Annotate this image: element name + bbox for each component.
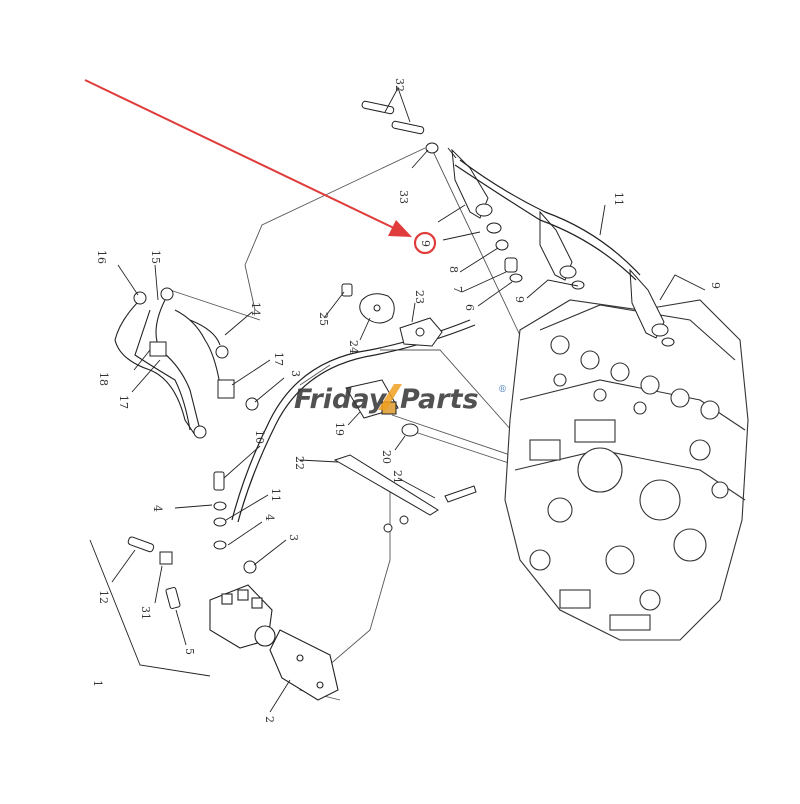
callout-9-circled: 9 <box>419 240 432 247</box>
injection-pump <box>209 584 339 701</box>
callout-33: 33 <box>397 190 410 204</box>
callout-22: 22 <box>293 456 306 470</box>
callout-14: 14 <box>249 302 262 316</box>
line-fittings <box>133 287 259 439</box>
callout-labels: 32 33 11 9 8 7 6 9 9 16 15 14 18 17 17 3… <box>91 78 722 723</box>
callout-17-right: 17 <box>272 352 285 366</box>
watermark-brand: Friday <box>294 384 388 415</box>
callout-11-lower: 11 <box>269 488 282 502</box>
callout-9-mid: 9 <box>513 296 526 303</box>
callout-32: 32 <box>393 78 406 92</box>
watermark-logo: Friday Parts ® <box>294 384 507 415</box>
callout-7: 7 <box>451 286 464 293</box>
pins-32 <box>361 100 425 135</box>
callout-4-left: 4 <box>151 505 164 512</box>
engine-block <box>504 299 749 641</box>
callout-16: 16 <box>95 250 108 264</box>
callout-8: 8 <box>447 266 460 273</box>
callout-10: 10 <box>253 430 266 444</box>
watermark-suffix: Parts <box>400 384 479 415</box>
callout-31: 31 <box>139 606 152 620</box>
callout-12: 12 <box>97 590 110 604</box>
callout-4-right: 4 <box>263 514 276 521</box>
watermark-reg: ® <box>498 385 507 395</box>
callout-20: 20 <box>380 450 393 464</box>
leak-off-line <box>454 159 641 281</box>
callout-23: 23 <box>413 290 426 304</box>
callout-19: 19 <box>333 422 346 436</box>
callout-6: 6 <box>463 304 476 311</box>
injection-lines <box>114 299 221 436</box>
cover-plates <box>341 283 443 347</box>
callout-9-right: 9 <box>709 282 722 289</box>
callout-18: 18 <box>97 372 110 386</box>
callout-3-bottom: 3 <box>287 534 300 541</box>
highlight-circle <box>413 231 437 255</box>
callout-25: 25 <box>317 312 330 326</box>
leader-lines <box>89 86 706 713</box>
callout-5: 5 <box>183 648 196 655</box>
callout-21: 21 <box>391 470 404 484</box>
injector-3 <box>629 268 669 339</box>
callout-1: 1 <box>91 680 104 687</box>
injector-2 <box>539 210 577 281</box>
callout-17-left: 17 <box>117 395 130 409</box>
callout-11-top: 11 <box>612 192 625 206</box>
injector-1 <box>447 147 493 219</box>
callout-3-top: 3 <box>289 370 302 377</box>
fasteners <box>127 471 257 610</box>
callout-24: 24 <box>347 340 360 354</box>
lever-and-glowplug <box>333 454 477 533</box>
callout-15: 15 <box>149 250 162 264</box>
callout-2: 2 <box>263 716 276 723</box>
washers-and-seals <box>425 142 675 347</box>
highlight-arrow <box>84 79 412 237</box>
